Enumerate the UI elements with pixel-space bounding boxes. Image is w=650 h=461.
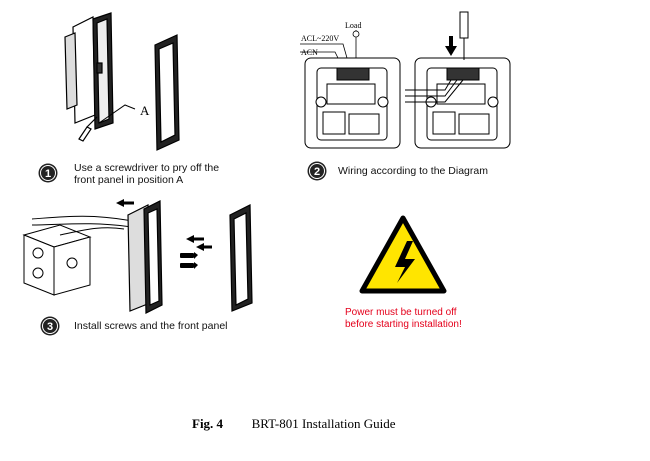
step-3-text: Install screws and the front panel <box>74 320 228 332</box>
figure-caption: Fig. 4 BRT-801 Installation Guide <box>192 416 395 432</box>
figure-number: Fig. 4 <box>192 416 224 431</box>
step-1-text-line2: front panel in position A <box>74 174 184 186</box>
step-1-number: 1 <box>45 168 51 180</box>
step-2-text: Wiring according to the Diagram <box>338 165 488 177</box>
step2-illustration: Load ACL~220V ACN <box>300 11 511 149</box>
step-1-badge: 1 <box>38 163 58 183</box>
acn-label: ACN <box>301 48 318 57</box>
load-label: Load <box>345 21 361 30</box>
warning-triangle-icon <box>359 215 447 294</box>
acl-label: ACL~220V <box>301 34 339 43</box>
step-1-text-line1: Use a screwdriver to pry off the <box>74 162 220 174</box>
step-2-badge: 2 <box>307 161 327 181</box>
step1-illustration <box>64 12 180 151</box>
step-2-number: 2 <box>314 166 320 178</box>
step3-illustration <box>22 199 253 314</box>
warning-text-line1: Power must be turned off <box>345 307 457 318</box>
warning-text-line2: before starting installation! <box>345 319 462 330</box>
position-a-label: A <box>140 103 150 118</box>
step-3-number: 3 <box>47 321 53 333</box>
figure-title: BRT-801 Installation Guide <box>251 416 396 431</box>
step-3-badge: 3 <box>40 316 60 336</box>
